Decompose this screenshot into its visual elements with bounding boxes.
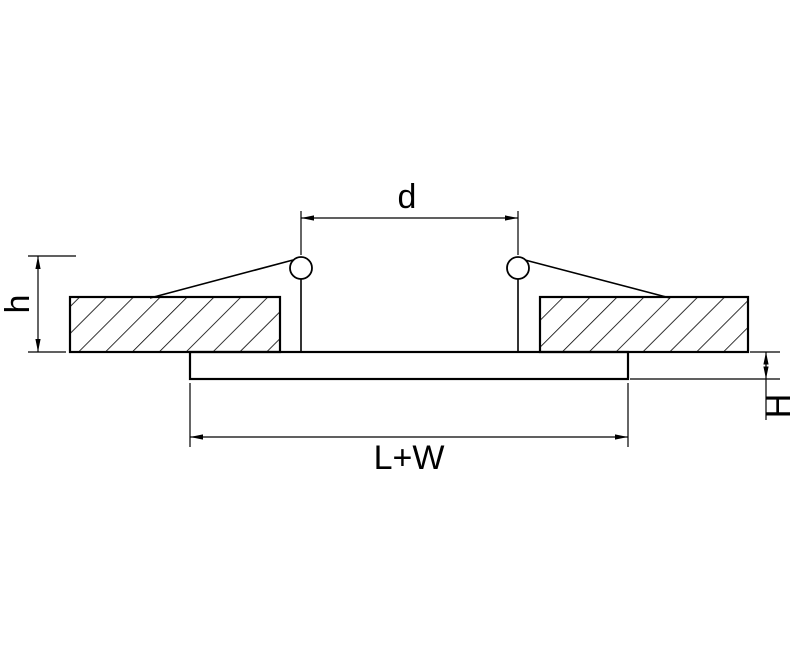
right-spring-arm bbox=[524, 259, 671, 299]
dimension-cap-h-label: H bbox=[760, 394, 798, 419]
dimension-arrow bbox=[35, 256, 41, 269]
dimension-lw-label: L+W bbox=[374, 439, 445, 477]
dimension-lw bbox=[189, 383, 629, 447]
dimension-arrow bbox=[763, 352, 769, 365]
dimension-arrow bbox=[190, 434, 203, 440]
right-spring-pivot bbox=[506, 256, 530, 280]
dimension-d bbox=[300, 211, 519, 255]
left-flange-section bbox=[68, 295, 282, 354]
dimension-h-label: h bbox=[0, 295, 37, 314]
dimension-arrow bbox=[301, 215, 314, 221]
left-spring-arm bbox=[149, 259, 294, 299]
dimension-arrow bbox=[505, 215, 518, 221]
left-spring-pivot bbox=[289, 256, 313, 280]
spring-clips bbox=[149, 256, 671, 352]
dimension-arrow bbox=[763, 366, 769, 379]
dimension-cap-h bbox=[630, 351, 780, 420]
fixture-body bbox=[68, 295, 750, 381]
dimension-h bbox=[28, 255, 76, 353]
dimension-arrow bbox=[615, 434, 628, 440]
dimension-arrow bbox=[35, 339, 41, 352]
trim-plate bbox=[188, 350, 630, 381]
dimension-d-label: d bbox=[398, 178, 417, 216]
right-flange-section bbox=[538, 295, 750, 354]
